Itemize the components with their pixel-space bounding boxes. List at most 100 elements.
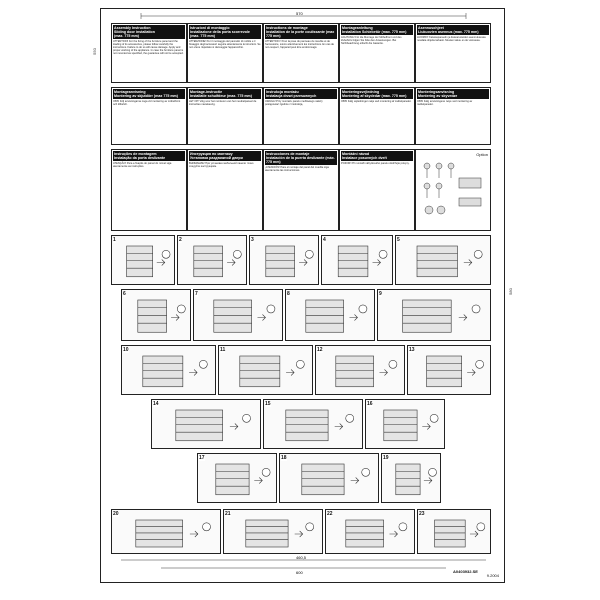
block-text: HUOMIO! Kalustepaneelin ja lisävarusteid… [417, 36, 486, 42]
dim-top-label: 570 [296, 11, 303, 16]
step-number: 14 [153, 401, 159, 407]
block-subtitle: Instalación de la puerta deslizante (máx… [266, 156, 335, 164]
step-panel: 1 [111, 235, 175, 285]
block-text: ATTENTION! For the fixing of the furnitu… [113, 40, 184, 55]
bottom-dimension-line: 460,5 600 [121, 555, 486, 575]
instruction-block-pt: Instruções de montagem Instalação da por… [111, 149, 187, 231]
block-title: Инструкция по монтажу [190, 152, 233, 156]
block-subtitle: Installation de la porte coulissante (ma… [266, 30, 335, 38]
step-illustration [265, 245, 314, 278]
step-panel: 13 [407, 345, 491, 395]
block-subtitle: Installazione della porta scorrevole [190, 30, 250, 34]
step-number: 3 [251, 237, 254, 243]
step-illustration [345, 519, 408, 548]
step-panel: 6 [121, 289, 191, 341]
step-number: 2 [179, 237, 182, 243]
block-text: ¡ATENCIÓN! Para el montaje del panel del… [265, 166, 329, 172]
block-title: Assembly Instruction [114, 26, 151, 30]
step-illustration [305, 299, 368, 333]
step-number: 1 [113, 237, 116, 243]
step-illustration [137, 299, 186, 333]
instruction-block-fr: Instructions de montage Installation de … [263, 23, 339, 83]
step-illustration [301, 463, 371, 496]
block-text: UWAGA! Przy montażu panelu meblowego nal… [265, 100, 323, 106]
instruction-block-en: Assembly Instruction Sliding door instal… [111, 23, 187, 83]
step-number: 13 [409, 347, 415, 353]
block-title: Montážní návod [342, 152, 370, 156]
step-panel: 8 [285, 289, 375, 341]
step-number: 17 [199, 455, 205, 461]
step-illustration [135, 519, 211, 548]
block-subtitle: Montering av skyvedør [418, 94, 458, 98]
step-illustration [245, 519, 315, 548]
dim-inner-label: 460,5 [296, 555, 307, 560]
block-text: OBS! Følg anvisningene nøye ved monterin… [417, 100, 473, 106]
block-subtitle: Instalação da porta deslizante [114, 156, 166, 160]
block-title: Montageanleitung [342, 26, 373, 30]
header-row-3: Instruções de montagem Instalação da por… [111, 149, 491, 231]
dim-right-label: 580 [508, 288, 514, 295]
step-illustration [395, 463, 437, 496]
block-title: Monteringsanvisning [418, 90, 455, 94]
step-illustration [215, 463, 271, 496]
step-panel: 22 [325, 509, 415, 554]
block-text: ATTENTION ! Pour la pose du panneau du m… [265, 40, 334, 49]
step-panel: 3 [249, 235, 319, 285]
step-illustration [335, 355, 398, 388]
option-label: Option [476, 152, 488, 157]
instruction-block-no: Monteringsanvisning Montering av skyvedø… [415, 87, 491, 145]
header-row-1: Assembly Instruction Sliding door instal… [111, 23, 491, 83]
block-subtitle: Instalace posuvných dveří [342, 156, 387, 160]
step-panel: 23 [417, 509, 491, 554]
block-title: Montageanvisning [114, 90, 146, 94]
dim-left-label: 550 [91, 48, 97, 55]
step-number: 6 [123, 291, 126, 297]
step-panel: 10 [121, 345, 216, 395]
step-illustration [426, 355, 484, 388]
instruction-block-pl: Instrukcja montażu Instalacja drzwi prze… [263, 87, 339, 145]
step-panel: 7 [193, 289, 283, 341]
block-text: LET OP! Volg voor het monteren van het m… [189, 100, 257, 106]
block-text: ACHTUNG! Für die Montage der Möbelfront … [341, 36, 402, 45]
step-number: 11 [220, 347, 226, 353]
block-title: Instrucciones de montaje [266, 152, 310, 156]
step-illustration [193, 245, 242, 278]
instruction-block-it: Istruzioni di montaggio Installazione de… [187, 23, 263, 83]
step-number: 12 [317, 347, 323, 353]
parts-panel: Option [415, 149, 491, 231]
block-text: OBS! Følg vejledningen nøje ved monterin… [341, 100, 412, 103]
step-number: 20 [113, 511, 119, 517]
block-subtitle: (max. 775 mm) [114, 34, 139, 38]
step-number: 23 [419, 511, 425, 517]
screws-parts-illustration [423, 162, 482, 215]
step-panel: 4 [321, 235, 393, 285]
block-subtitle: Liukuovien asennus (max. 775 mm) [418, 30, 479, 34]
step-number: 19 [383, 455, 389, 461]
step-illustration [416, 245, 483, 278]
instruction-block-ru: Инструкция по монтажу Установка раздвижн… [187, 149, 263, 231]
dim-outer-label: 600 [296, 570, 303, 575]
step-illustration [402, 299, 481, 333]
step-illustration [175, 409, 251, 442]
step-panel: 21 [223, 509, 323, 554]
step-panel: 11 [218, 345, 313, 395]
step-number: 22 [327, 511, 333, 517]
instruction-block-de: Montageanleitung Installation Schiebetür… [339, 23, 415, 83]
block-subtitle: Sliding door installation [114, 30, 155, 34]
block-subtitle: Installation Schiebetür (max. 775 mm) [342, 30, 407, 34]
step-panel: 19 [381, 453, 441, 503]
step-number: 5 [397, 237, 400, 243]
block-title: Instruções de montagem [114, 152, 157, 156]
step-panel: 16 [365, 399, 445, 449]
step-illustration [285, 409, 355, 442]
block-subtitle: Installatie schuifdeur (max. 775 mm) [190, 94, 252, 98]
block-title: Montage-instructie [190, 90, 223, 94]
step-panel: 20 [111, 509, 221, 554]
block-title: Monteringsvejledning [342, 90, 380, 94]
step-panel: 12 [315, 345, 405, 395]
step-illustration [126, 245, 171, 278]
top-dimension-line: 570 [140, 11, 467, 19]
header-row-2: Montageanvisning Montering av skjutdörr … [111, 87, 491, 145]
step-illustration [142, 355, 208, 388]
step-illustration [337, 245, 388, 278]
